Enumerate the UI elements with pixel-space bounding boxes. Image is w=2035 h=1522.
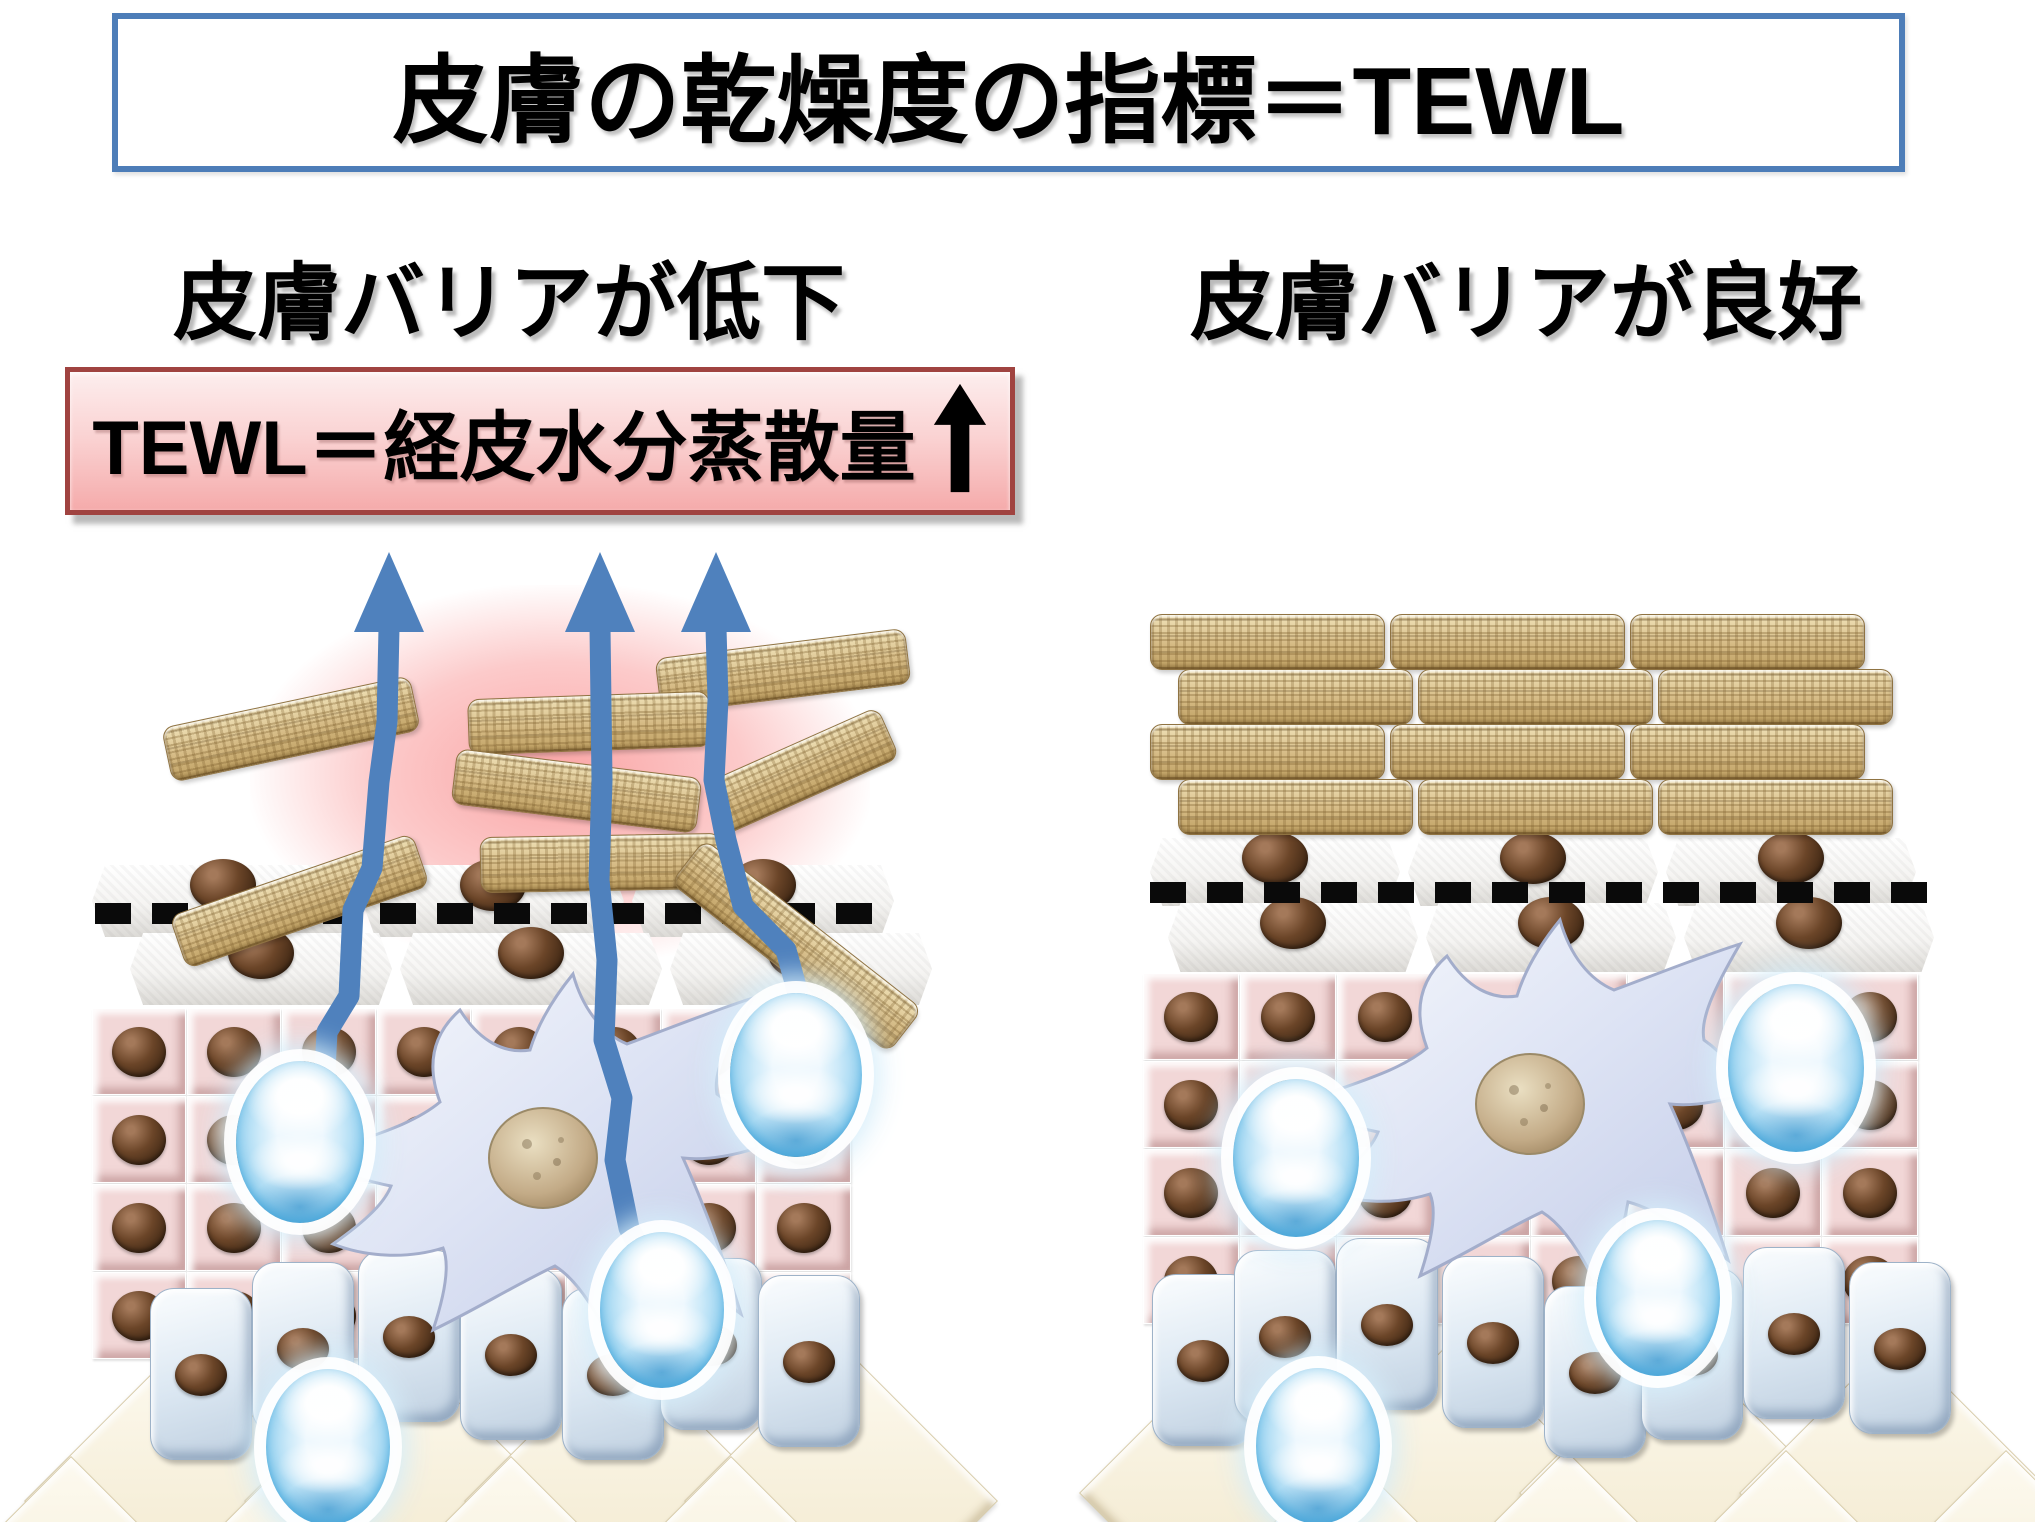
- cell-nucleus: [1361, 1303, 1413, 1346]
- cell-nucleus: [1843, 1167, 1897, 1218]
- corneocyte-brick: [1418, 779, 1653, 835]
- left-panel-heading: 皮膚バリアが低下: [172, 256, 845, 350]
- basal-cell: [358, 1250, 460, 1422]
- cell-nucleus: [1260, 897, 1326, 949]
- corneocyte-brick: [1178, 669, 1413, 725]
- cell-nucleus: [1164, 991, 1218, 1042]
- spinous-cell: [1337, 973, 1433, 1060]
- corneocyte-brick: [467, 690, 711, 756]
- cell-nucleus: [1746, 1167, 1800, 1218]
- water-droplet: [1728, 984, 1864, 1152]
- cell-nucleus: [175, 1353, 227, 1396]
- corneocyte-brick: [1150, 724, 1385, 780]
- corneocyte-brick: [1630, 614, 1865, 670]
- cell-nucleus: [1259, 1315, 1311, 1358]
- tewl-definition-text: TEWL＝経皮水分蒸散量: [92, 406, 916, 491]
- spinous-cell: [1240, 973, 1336, 1060]
- spinous-cell: [1143, 1149, 1239, 1236]
- corneocyte-brick: [1658, 779, 1893, 835]
- cell-nucleus: [1569, 1351, 1621, 1394]
- basal-cell: [1442, 1256, 1544, 1428]
- cell-nucleus: [1164, 1167, 1218, 1218]
- water-droplet: [730, 993, 862, 1157]
- spinous-cell: [1143, 1061, 1239, 1148]
- corneocyte-brick: [1390, 614, 1625, 670]
- cell-nucleus: [1164, 1079, 1218, 1130]
- water-droplet: [1233, 1079, 1359, 1237]
- corneocyte-brick: [1150, 614, 1385, 670]
- cell-nucleus: [1758, 832, 1824, 884]
- basal-cell: [758, 1275, 860, 1447]
- cell-nucleus: [1261, 991, 1315, 1042]
- cell-nucleus: [1467, 1321, 1519, 1364]
- cell-nucleus: [383, 1315, 435, 1358]
- corneocyte-brick: [1390, 724, 1625, 780]
- spinous-cell: [1822, 1149, 1918, 1236]
- corneocyte-brick: [1178, 779, 1413, 835]
- water-droplet: [1596, 1220, 1720, 1376]
- cell-nucleus: [112, 1114, 166, 1165]
- tewl-definition-box: TEWL＝経皮水分蒸散量: [65, 367, 1015, 515]
- cell-nucleus: [207, 1202, 261, 1253]
- up-arrow-icon: [933, 383, 986, 493]
- corneocyte-brick: [1418, 669, 1653, 725]
- cell-nucleus: [485, 1333, 537, 1376]
- cell-nucleus: [1874, 1327, 1926, 1370]
- water-droplet: [1256, 1368, 1380, 1522]
- cell-nucleus: [783, 1340, 835, 1383]
- right-panel-heading: 皮膚バリアが良好: [1189, 256, 1862, 350]
- title-box: 皮膚の乾燥度の指標＝TEWL: [112, 13, 1905, 172]
- spinous-cell: [1143, 973, 1239, 1060]
- spinous-cell: [92, 1184, 186, 1271]
- langerhans-cell: [1292, 908, 1752, 1288]
- water-droplet: [236, 1061, 364, 1223]
- spinous-cell: [187, 1184, 281, 1271]
- cell-nucleus: [1500, 832, 1566, 884]
- cell-nucleus: [1768, 1312, 1820, 1355]
- spinous-cell: [757, 1184, 851, 1271]
- basal-cell: [150, 1288, 252, 1460]
- cell-nucleus: [207, 1026, 261, 1077]
- spinous-cell: [92, 1008, 186, 1095]
- cell-nucleus: [1358, 991, 1412, 1042]
- tight-junction-dashed-line: [1150, 882, 1930, 903]
- basal-cell: [1849, 1262, 1951, 1434]
- spinous-cell: [1725, 1149, 1821, 1236]
- water-droplet: [266, 1369, 390, 1522]
- corneocyte-brick: [1658, 669, 1893, 725]
- slide-title: 皮膚の乾燥度の指標＝TEWL: [392, 48, 1625, 155]
- cell-nucleus: [1242, 832, 1308, 884]
- cell-nucleus: [777, 1202, 831, 1253]
- basal-cell: [1743, 1247, 1845, 1419]
- cell-nucleus: [277, 1327, 329, 1370]
- cell-nucleus: [112, 1202, 166, 1253]
- spinous-cell: [92, 1096, 186, 1183]
- cell-nucleus: [498, 927, 564, 979]
- corneocyte-brick: [1630, 724, 1865, 780]
- cell-nucleus: [1776, 897, 1842, 949]
- cell-nucleus: [112, 1026, 166, 1077]
- cell-nucleus: [1177, 1339, 1229, 1382]
- water-droplet: [600, 1232, 724, 1388]
